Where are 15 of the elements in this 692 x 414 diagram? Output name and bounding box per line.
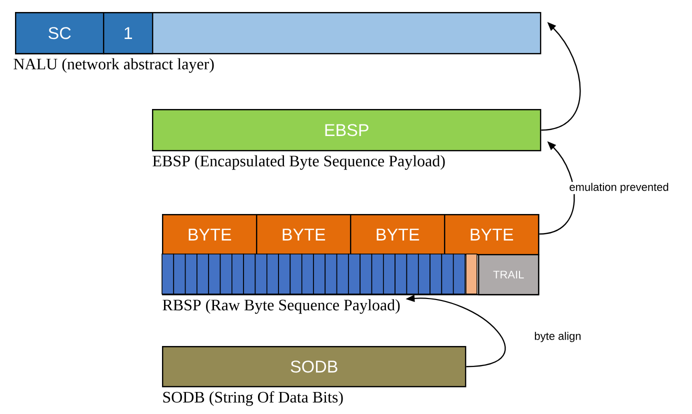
ebsp-bar: EBSP <box>152 109 542 152</box>
layer-title: SODB (String Of Data Bits) <box>163 391 343 406</box>
layer-title: NALU (network abstract layer) <box>14 58 214 73</box>
byte-field: BYTE <box>444 214 540 256</box>
layer-title: EBSP (Encapsulated Byte Sequence Payload) <box>152 155 445 170</box>
layer-title: RBSP (Raw Byte Sequence Payload) <box>162 299 400 314</box>
byte-field: BYTE <box>350 214 446 256</box>
byte-field: BYTE <box>256 214 352 256</box>
byte-field: BYTE <box>162 214 258 256</box>
sodb-bar: SODB <box>162 346 466 388</box>
edge-label: byte align <box>533 330 582 344</box>
header-field: SC <box>15 12 104 54</box>
edge-label: emulation prevented <box>568 182 670 194</box>
header-field: 1 <box>103 12 154 54</box>
trail-field: TRAIL <box>478 254 540 296</box>
